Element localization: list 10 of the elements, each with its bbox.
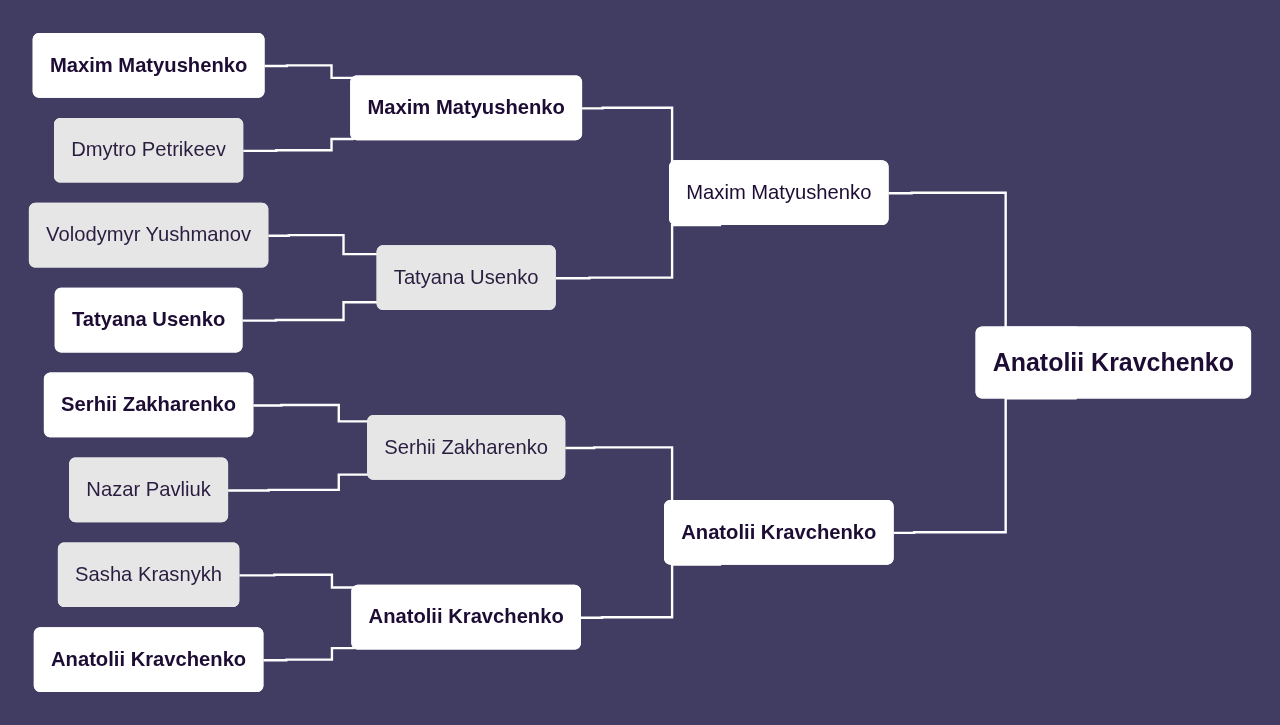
connector	[242, 301, 378, 322]
connector	[893, 397, 1077, 535]
connector	[555, 223, 722, 280]
connector	[263, 646, 355, 662]
connector	[253, 403, 369, 423]
connector	[243, 137, 354, 153]
connector	[268, 233, 378, 256]
connector	[239, 573, 355, 589]
connector	[264, 64, 354, 80]
connector	[228, 473, 369, 492]
